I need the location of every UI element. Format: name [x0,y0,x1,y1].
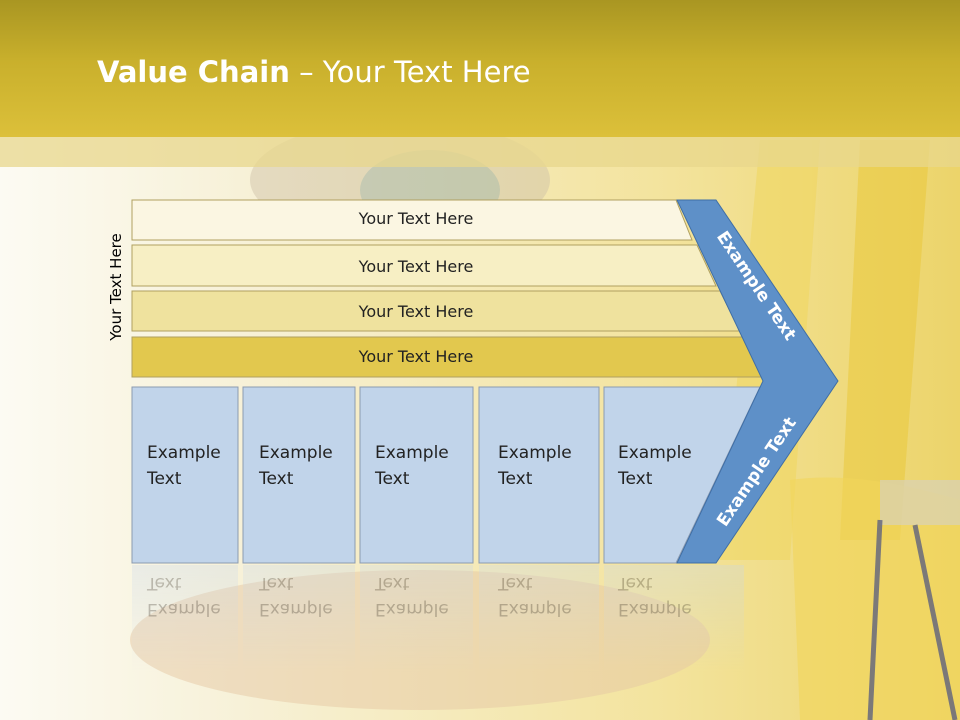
reflection-5-line-1: Example [618,599,692,619]
reflection-1-line-2: Text [147,573,182,593]
reflection-4-line-1: Example [498,599,572,619]
activity-box-5 [603,386,761,564]
box-3-line-2: Text [375,469,410,489]
activity-box-1 [131,386,239,564]
row-label-4: Your Text Here [358,347,474,366]
reflection-5-line-2: Text [618,573,653,593]
reflection-2-line-1: Example [259,599,333,619]
box-1-line-1: Example [147,443,221,463]
reflection: Example Text Example Text Example Text Exam… [130,565,830,700]
reflection-text-3: Example Text [375,570,449,622]
box-5-line-2: Text [618,469,653,489]
box-5-line-1: Example [618,443,692,463]
title-bold: Value Chain [97,55,290,89]
box-2-line-1: Example [259,443,333,463]
reflection-text-4: Example Text [498,570,572,622]
box-4-line-2: Text [498,469,533,489]
title-rest: – Your Text Here [289,55,531,89]
reflection-text-5: Example Text [618,570,692,622]
activity-box-3 [359,386,474,564]
row-label-2: Your Text Here [358,257,474,276]
activity-box-4 [478,386,600,564]
reflection-2-line-2: Text [259,573,294,593]
row-label-1: Your Text Here [358,209,474,228]
header-bar [0,0,960,137]
reflection-3-line-2: Text [375,573,410,593]
box-2-line-2: Text [259,469,294,489]
row-label-3: Your Text Here [358,302,474,321]
row-bar-1 [131,199,693,241]
reflection-1-line-1: Example [147,599,221,619]
box-3-line-1: Example [375,443,449,463]
box-4-line-1: Example [498,443,572,463]
box-1-line-2: Text [147,469,182,489]
activity-box-2 [242,386,356,564]
reflection-3-line-1: Example [375,599,449,619]
reflection-text-2: Example Text [259,570,333,622]
reflection-text-1: Example Text [147,570,221,622]
value-arrow [676,199,839,564]
slide-title: Value Chain – Your Text Here [97,55,531,89]
header-band [0,137,960,167]
reflection-4-line-2: Text [498,573,533,593]
row-bar-2 [131,244,717,287]
